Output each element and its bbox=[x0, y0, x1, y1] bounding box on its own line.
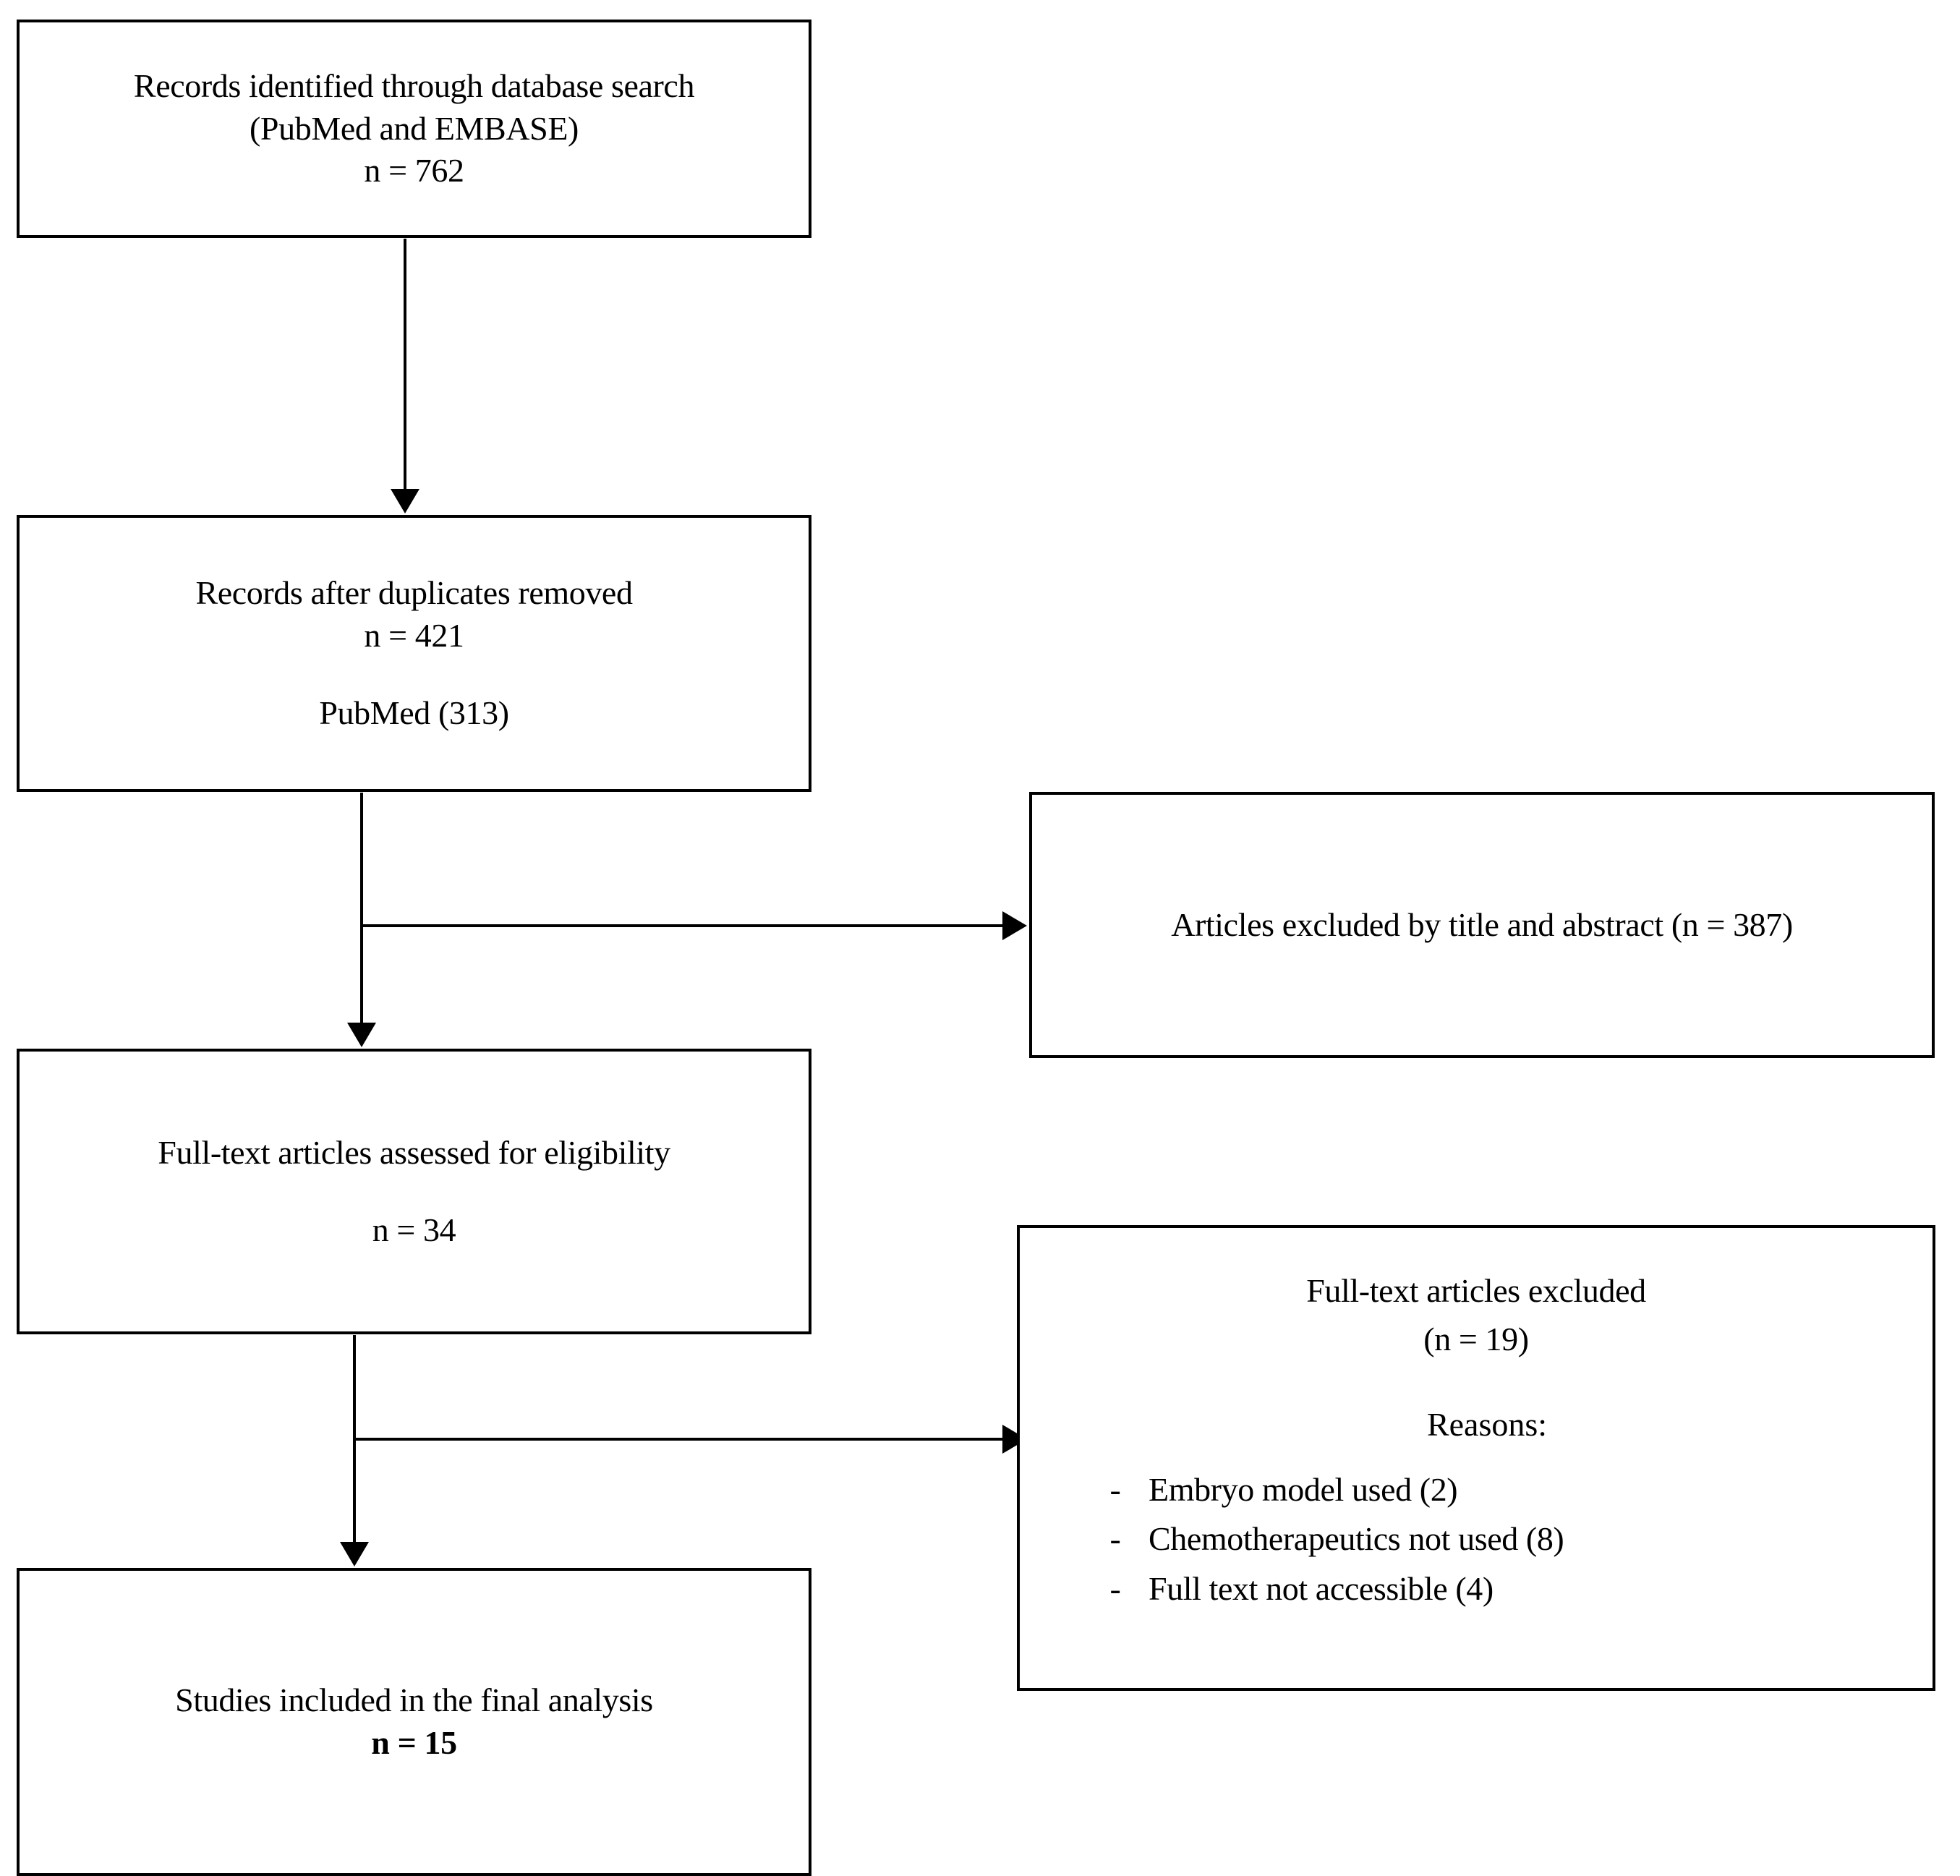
arrowhead-duplicates-to-fulltext bbox=[347, 1023, 376, 1047]
box-fulltext-assessed: Full-text articles assessed for eligibil… bbox=[17, 1049, 811, 1334]
connector-identified-to-duplicates bbox=[404, 239, 406, 490]
fulltext-assessed-line-1: Full-text articles assessed for eligibil… bbox=[158, 1133, 670, 1171]
records-identified-line-1: Records identified through database sear… bbox=[133, 67, 695, 104]
fulltext-assessed-count: n = 34 bbox=[372, 1211, 456, 1248]
duplicates-pubmed-count: PubMed (313) bbox=[319, 694, 509, 731]
records-identified-line-2: (PubMed and EMBASE) bbox=[250, 109, 579, 147]
fulltext-excluded-count: (n = 19) bbox=[1423, 1320, 1529, 1357]
connector-fulltext-to-excluded-fulltext bbox=[354, 1438, 1004, 1441]
bullet-dash-icon: - bbox=[1109, 1471, 1121, 1509]
box-records-identified: Records identified through database sear… bbox=[17, 20, 811, 238]
reason-text: Chemotherapeutics not used (8) bbox=[1149, 1520, 1564, 1558]
reason-text: Embryo model used (2) bbox=[1149, 1471, 1458, 1509]
excluded-title-abstract-text: Articles excluded by title and abstract … bbox=[1171, 905, 1793, 943]
reasons-list: - Embryo model used (2) - Chemotherapeut… bbox=[1020, 1444, 1933, 1613]
arrowhead-identified-to-duplicates bbox=[391, 489, 419, 513]
box-fulltext-excluded: Full-text articles excluded (n = 19) Rea… bbox=[1017, 1225, 1935, 1691]
arrowhead-fulltext-to-included bbox=[340, 1542, 369, 1566]
connector-duplicates-to-fulltext bbox=[360, 793, 363, 1024]
records-identified-count: n = 762 bbox=[364, 152, 464, 189]
studies-included-line-1: Studies included in the final analysis bbox=[175, 1681, 653, 1719]
reason-item: - Full text not accessible (4) bbox=[1020, 1564, 1933, 1613]
bullet-dash-icon: - bbox=[1109, 1569, 1121, 1607]
reason-item: - Embryo model used (2) bbox=[1020, 1465, 1933, 1514]
box-excluded-by-title-and-abstract: Articles excluded by title and abstract … bbox=[1029, 792, 1935, 1058]
box-records-after-duplicates: Records after duplicates removed n = 421… bbox=[17, 515, 811, 792]
reason-item: - Chemotherapeutics not used (8) bbox=[1020, 1514, 1933, 1564]
studies-included-count: n = 15 bbox=[371, 1724, 457, 1761]
box-studies-included: Studies included in the final analysis n… bbox=[17, 1568, 811, 1876]
fulltext-excluded-line-1: Full-text articles excluded bbox=[1306, 1272, 1646, 1309]
connector-duplicates-to-excluded-title-abstract bbox=[362, 924, 1004, 927]
fulltext-excluded-header: Full-text articles excluded (n = 19) bbox=[1020, 1228, 1933, 1363]
arrowhead-duplicates-to-excluded-title-abstract bbox=[1002, 911, 1027, 940]
bullet-dash-icon: - bbox=[1109, 1520, 1121, 1558]
reasons-label: Reasons: bbox=[1426, 1406, 1548, 1444]
duplicates-line-1: Records after duplicates removed bbox=[195, 574, 633, 612]
reason-text: Full text not accessible (4) bbox=[1149, 1569, 1494, 1607]
duplicates-count: n = 421 bbox=[364, 617, 464, 655]
